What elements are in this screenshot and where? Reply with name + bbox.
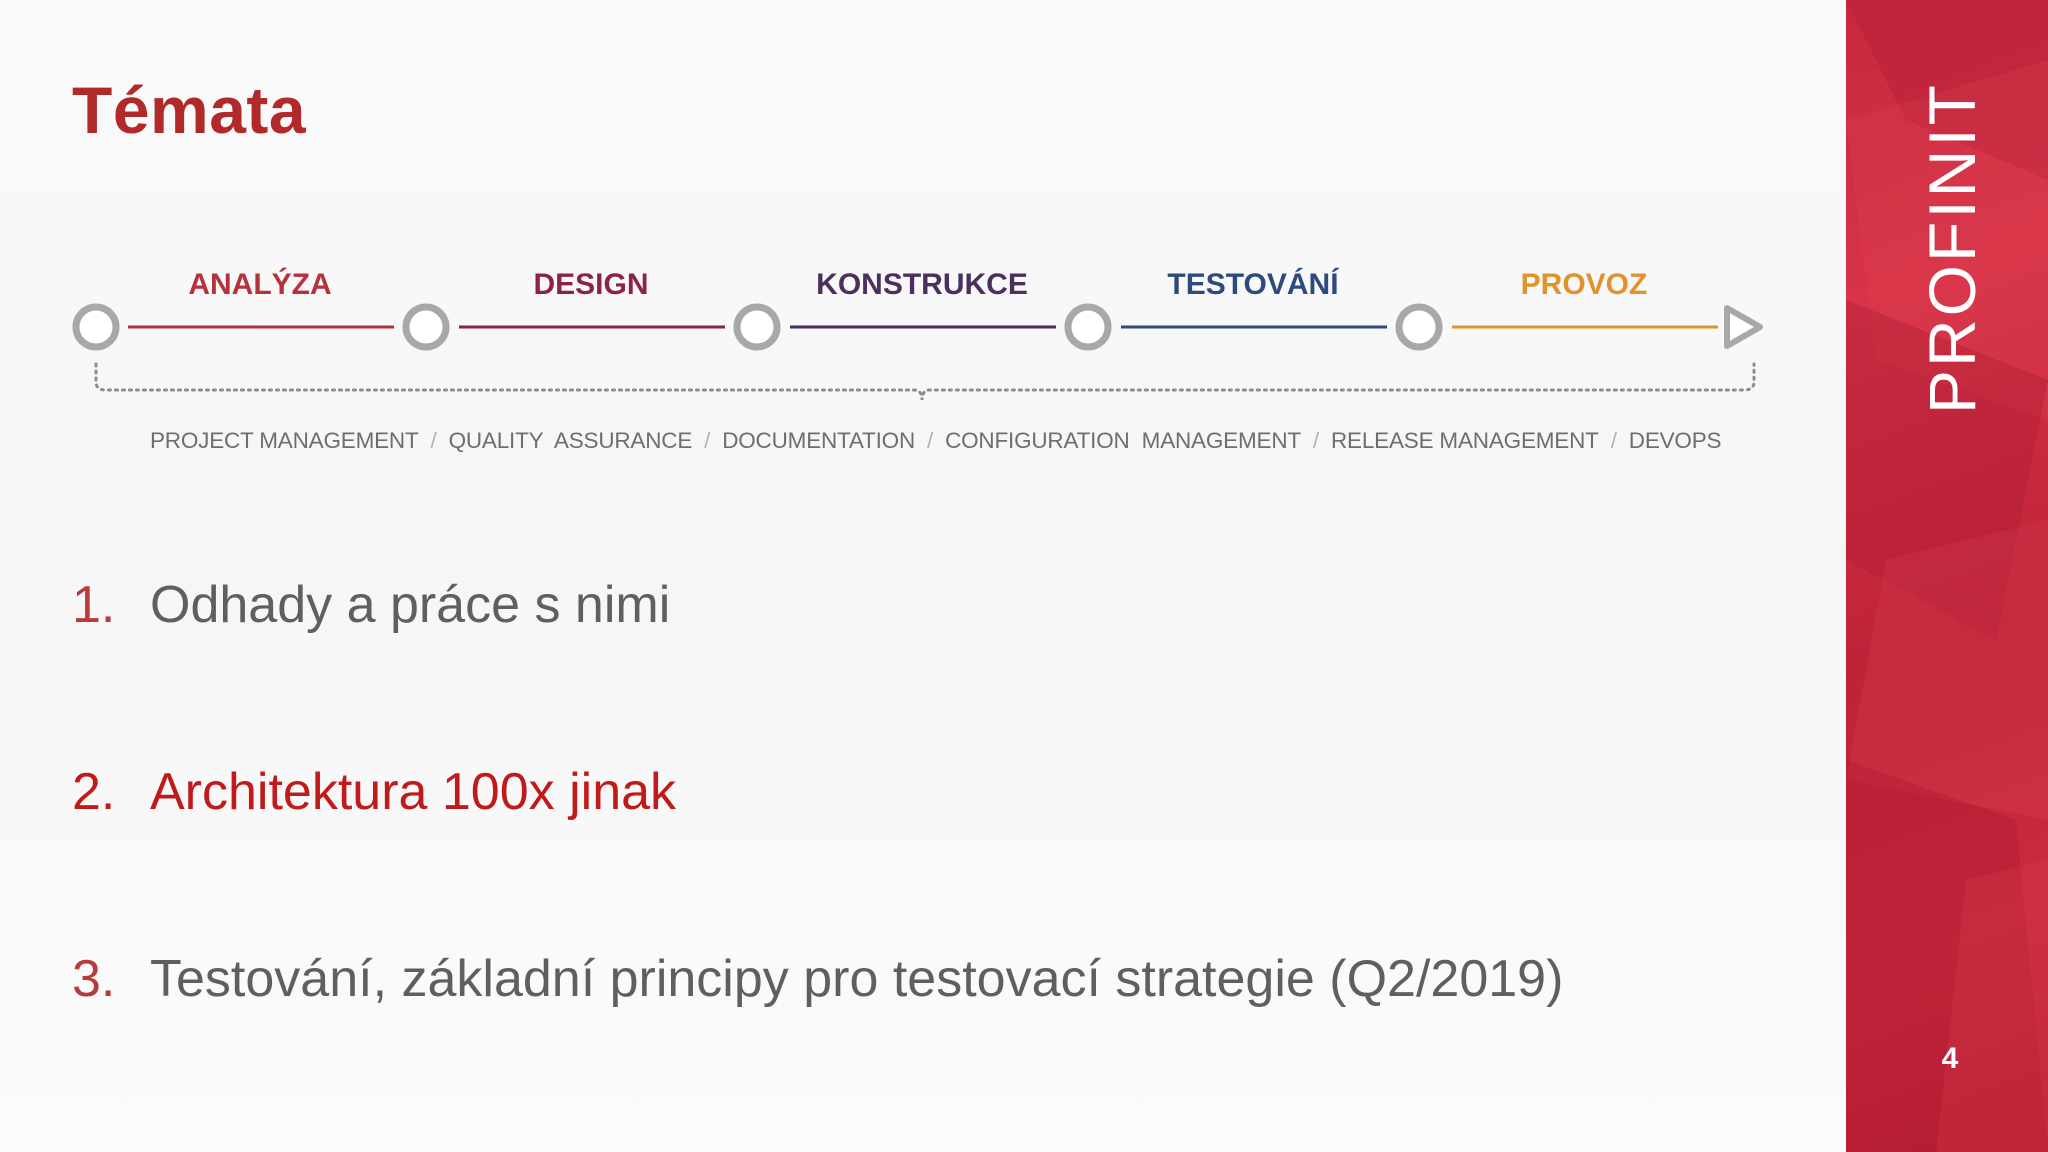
management-brace — [94, 362, 1756, 401]
separator: / — [430, 428, 437, 453]
slide-title: Témata — [72, 73, 307, 147]
phase-label-analyza: ANALÝZA — [188, 267, 331, 301]
brand-sidebar — [1846, 0, 2048, 1152]
topic-text: Architektura 100x jinak — [150, 763, 677, 821]
phase-label-design: DESIGN — [533, 268, 648, 301]
phase-label-konstrukce: KONSTRUKCE — [816, 268, 1028, 301]
area-devops: DEVOPS — [1628, 428, 1722, 453]
page-number: 4 — [1941, 1042, 1959, 1075]
management-areas: PROJECT MANAGEMENT / QUALITY ASSURANCE / DOC… — [150, 428, 1722, 454]
brand-name: PROFINIT — [1915, 82, 1989, 414]
timeline-arrow-icon — [1724, 305, 1763, 349]
brand-logo: PROFINIT — [1915, 82, 1989, 415]
topic-item-1: 1. Odhady a práce s nimi — [72, 575, 670, 635]
phase-node — [733, 303, 781, 351]
sidebar-pattern — [1846, 0, 2048, 1152]
topic-number: 1. — [72, 576, 116, 634]
area-project-management: PROJECT MANAGEMENT — [150, 428, 419, 453]
area-configuration-management: CONFIGURATION MANAGEMENT — [945, 428, 1301, 453]
slide-content: Témata ANALÝZA DESIGN KONSTRUKCE TESTOVÁ… — [0, 0, 1846, 1152]
phase-label-testovani: TESTOVÁNÍ — [1167, 267, 1339, 301]
lifecycle-diagram: ANALÝZA DESIGN KONSTRUKCE TESTOVÁNÍ PROV… — [72, 267, 1763, 401]
phase-node — [72, 303, 120, 351]
separator: / — [704, 428, 711, 453]
phase-node — [402, 303, 450, 351]
topic-item-3: 3. Testování, základní principy pro testo… — [72, 949, 1563, 1009]
phase-label-provoz: PROVOZ — [1521, 268, 1648, 301]
topic-number: 3. — [72, 950, 116, 1008]
topic-text: Odhady a práce s nimi — [150, 576, 671, 634]
area-documentation: DOCUMENTATION — [722, 428, 916, 453]
separator: / — [1312, 428, 1319, 453]
area-quality-assurance: QUALITY ASSURANCE — [448, 428, 693, 453]
topic-text: Testování, základní principy pro testova… — [150, 950, 1564, 1008]
topic-item-2: 2. Architektura 100x jinak — [72, 762, 676, 822]
phase-node — [1395, 303, 1443, 351]
separator: / — [1610, 428, 1617, 453]
area-release-management: RELEASE MANAGEMENT — [1330, 428, 1599, 453]
separator: / — [927, 428, 934, 453]
phase-node — [1064, 303, 1112, 351]
topic-number: 2. — [72, 763, 116, 821]
